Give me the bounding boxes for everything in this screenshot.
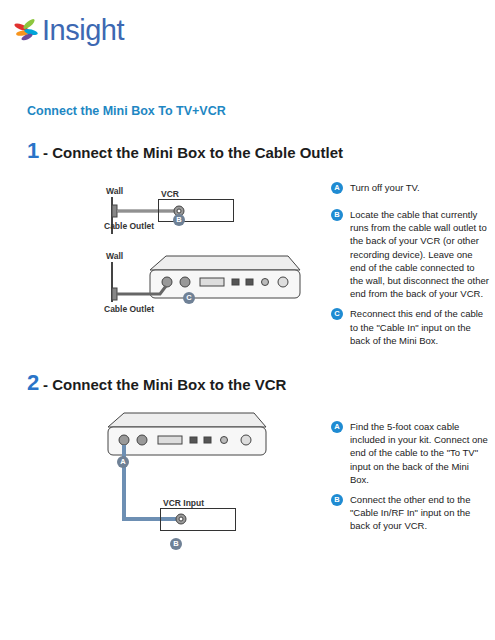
callout-letter: B bbox=[173, 214, 185, 226]
step-text: Locate the cable that currently runs fro… bbox=[350, 208, 490, 300]
callout-letter: C bbox=[183, 292, 195, 304]
step-letter: A bbox=[331, 182, 343, 194]
step-text: Find the 5-foot coax cable included in y… bbox=[350, 420, 490, 486]
logo-text: Insight bbox=[42, 16, 124, 45]
logo-icon bbox=[14, 18, 39, 42]
step-text: Turn off your TV. bbox=[350, 181, 490, 194]
device-label: VCR bbox=[161, 190, 179, 199]
step-letter: A bbox=[331, 421, 343, 433]
step-number: 1 bbox=[27, 140, 39, 162]
device-box: VCR bbox=[158, 199, 234, 222]
step-number: 2 bbox=[27, 372, 39, 394]
device-box: VCR Input bbox=[160, 508, 236, 531]
part-label: Cable Outlet bbox=[104, 305, 154, 314]
step-letter: B bbox=[331, 209, 343, 221]
part-label: Cable Outlet bbox=[104, 222, 154, 231]
device-label: VCR Input bbox=[163, 499, 204, 508]
step-text: Reconnect this end of the cable to the "… bbox=[350, 307, 490, 347]
callout-letter: B bbox=[170, 538, 182, 550]
section-heading: - Connect the Mini Box to the Cable Outl… bbox=[43, 145, 343, 160]
callout-letter: A bbox=[117, 456, 129, 468]
step-text: Connect the other end to the "Cable In/R… bbox=[350, 493, 490, 533]
step-letter: C bbox=[331, 308, 343, 320]
wall-outlet-minibox bbox=[112, 256, 300, 302]
section-heading: - Connect the Mini Box to the VCR bbox=[43, 377, 286, 392]
part-label: Wall bbox=[106, 252, 123, 261]
part-label: Wall bbox=[106, 187, 123, 196]
step-letter: B bbox=[331, 494, 343, 506]
page-title: Connect the Mini Box To TV+VCR bbox=[27, 104, 226, 118]
